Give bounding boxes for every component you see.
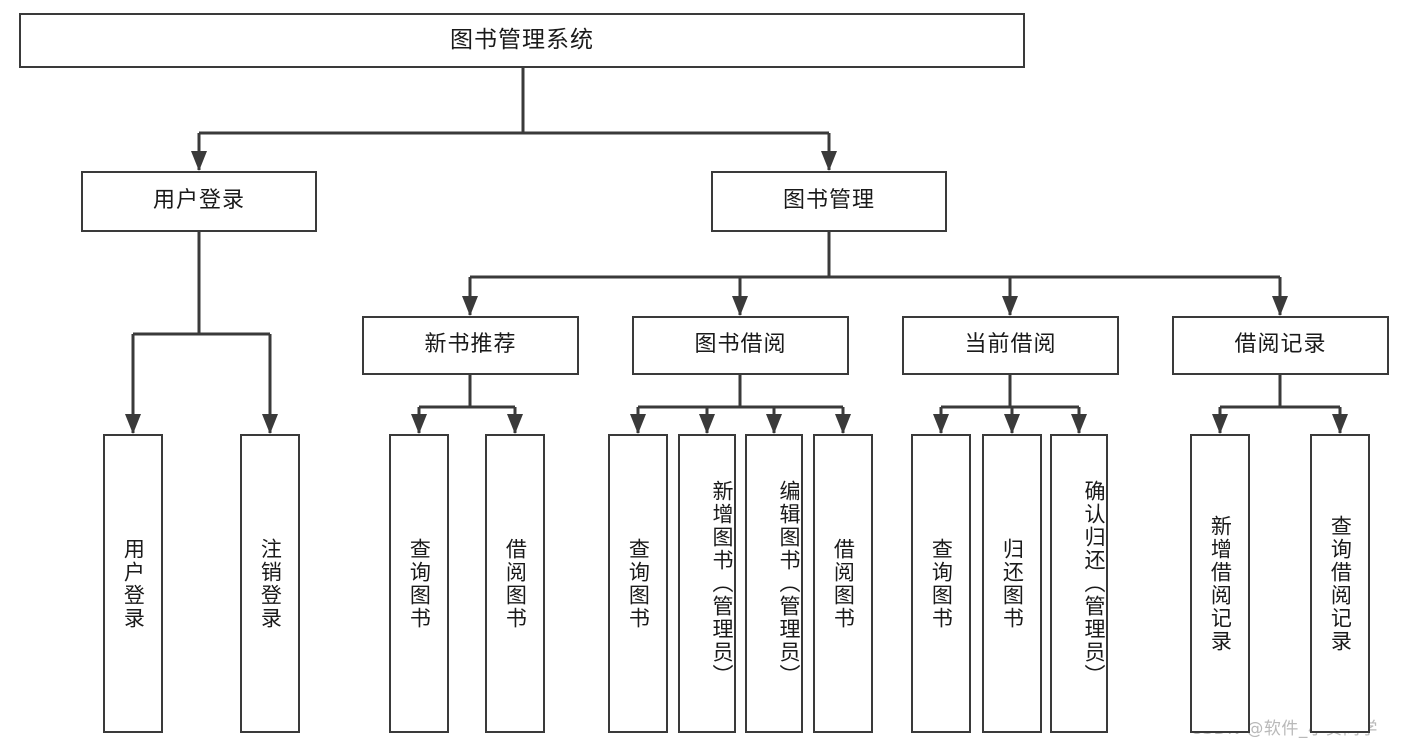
node-label: 查询借阅记录: [1328, 514, 1353, 653]
node-label: 借阅记录: [1234, 332, 1327, 358]
node-label: 新增借阅记录: [1208, 514, 1233, 653]
node-label: 借阅图书: [503, 537, 528, 630]
arrowhead-icon: [933, 414, 949, 434]
node-label: 图书管理系统: [450, 26, 594, 53]
arrowhead-icon: [835, 414, 851, 434]
node-label: 用户登录: [152, 188, 245, 214]
node-label: 当前借阅: [964, 332, 1057, 358]
node-leaf-user-login[interactable]: 用户登录: [103, 434, 163, 733]
node-leaf-confirm-return[interactable]: 确认归还（管理员）: [1050, 434, 1108, 733]
arrowhead-icon: [1004, 414, 1020, 434]
arrowhead-icon: [411, 414, 427, 434]
node-label: 图书借阅: [694, 332, 787, 358]
node-label: 确认归还（管理员）: [1082, 480, 1106, 687]
node-label: 归还图书: [1000, 537, 1025, 630]
arrowhead-icon: [766, 414, 782, 434]
node-label: 图书管理: [782, 188, 875, 214]
arrowhead-icon: [1272, 296, 1288, 316]
node-label: 查询图书: [929, 537, 954, 630]
arrowhead-icon: [1071, 414, 1087, 434]
node-label: 借阅图书: [831, 537, 856, 630]
node-label: 用户登录: [121, 537, 146, 630]
arrowhead-icon: [630, 414, 646, 434]
node-leaf-add-book[interactable]: 新增图书（管理员）: [678, 434, 736, 733]
node-label: 查询图书: [407, 537, 432, 630]
node-leaf-logout[interactable]: 注销登录: [240, 434, 300, 733]
node-user-login[interactable]: 用户登录: [81, 171, 317, 232]
node-label: 注销登录: [258, 537, 283, 630]
node-label: 查询图书: [626, 537, 651, 630]
node-borrow-record[interactable]: 借阅记录: [1172, 316, 1389, 375]
node-book-manage[interactable]: 图书管理: [711, 171, 947, 232]
node-book-borrow[interactable]: 图书借阅: [632, 316, 849, 375]
arrowhead-icon: [1332, 414, 1348, 434]
node-leaf-return-book[interactable]: 归还图书: [982, 434, 1042, 733]
arrowhead-icon: [732, 296, 748, 316]
node-leaf-edit-book[interactable]: 编辑图书（管理员）: [745, 434, 803, 733]
node-leaf-query-book-3[interactable]: 查询图书: [911, 434, 971, 733]
node-leaf-borrow-book-1[interactable]: 借阅图书: [485, 434, 545, 733]
node-new-book-rec[interactable]: 新书推荐: [362, 316, 579, 375]
arrowhead-icon: [191, 151, 207, 171]
node-leaf-query-record[interactable]: 查询借阅记录: [1310, 434, 1370, 733]
arrowhead-icon: [507, 414, 523, 434]
node-label: 新增图书（管理员）: [710, 480, 734, 687]
arrowhead-icon: [1212, 414, 1228, 434]
node-root-图书管理系统[interactable]: 图书管理系统: [19, 13, 1025, 68]
arrowhead-icon: [699, 414, 715, 434]
node-leaf-borrow-book-2[interactable]: 借阅图书: [813, 434, 873, 733]
node-leaf-query-book-1[interactable]: 查询图书: [389, 434, 449, 733]
node-current-borrow[interactable]: 当前借阅: [902, 316, 1119, 375]
arrowhead-icon: [821, 151, 837, 171]
arrowhead-icon: [462, 296, 478, 316]
node-leaf-query-book-2[interactable]: 查询图书: [608, 434, 668, 733]
node-label: 新书推荐: [424, 332, 517, 358]
node-leaf-add-record[interactable]: 新增借阅记录: [1190, 434, 1250, 733]
node-label: 编辑图书（管理员）: [777, 480, 801, 687]
arrowhead-icon: [125, 414, 141, 434]
arrowhead-icon: [262, 414, 278, 434]
arrowhead-icon: [1002, 296, 1018, 316]
